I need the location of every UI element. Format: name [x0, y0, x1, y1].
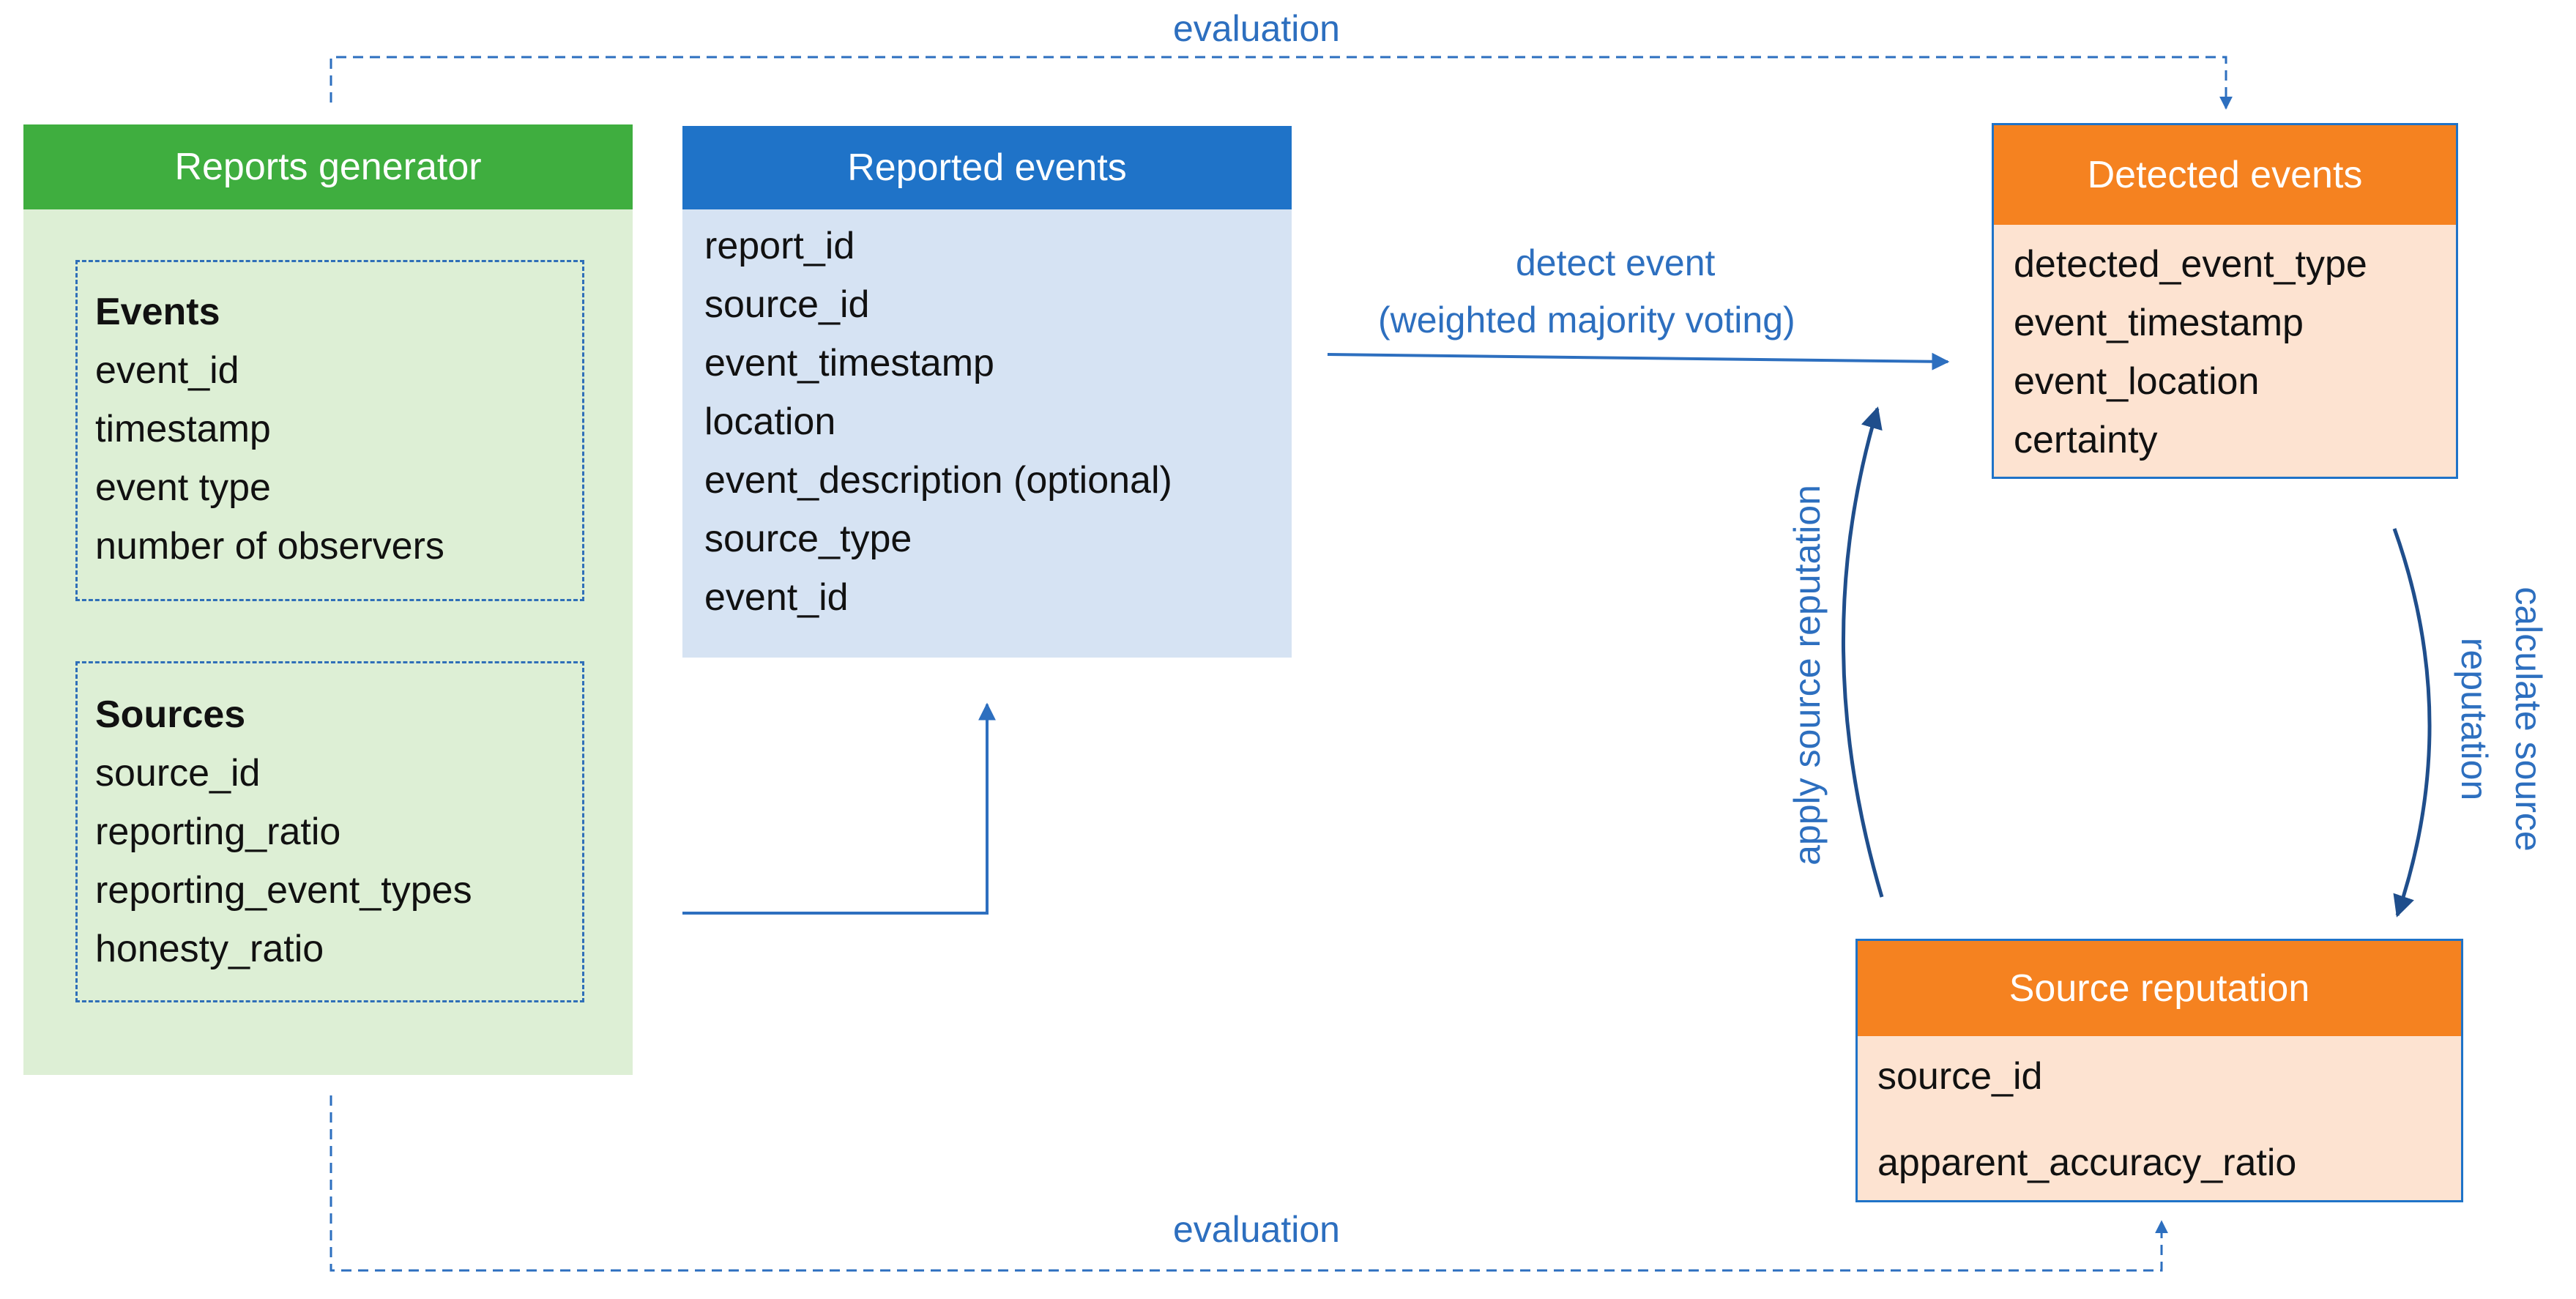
- sources-field: source_id: [95, 752, 261, 794]
- detected-events-field: event_timestamp: [2014, 302, 2304, 344]
- sources-group: [75, 661, 584, 1002]
- apply-source-reputation-label: apply source reputation: [1787, 485, 1828, 866]
- edge-evaluation-top: [330, 56, 2233, 110]
- detected-events-box: Detected events detected_event_type even…: [1992, 123, 2458, 479]
- reported-events-title: Reported events: [847, 146, 1127, 189]
- reports-generator-title: Reports generator: [174, 146, 482, 188]
- detected-events-header: Detected events: [1994, 125, 2456, 225]
- edge-evaluation-bottom: [330, 1095, 2168, 1272]
- evaluation-top-label: evaluation: [1173, 8, 1340, 49]
- source-reputation-box: Source reputation source_id apparent_acc…: [1855, 939, 2463, 1202]
- detected-events-field: detected_event_type: [2014, 243, 2367, 286]
- detect-event-label-line1: detect event: [1516, 242, 1716, 283]
- events-field: event type: [95, 466, 271, 509]
- source-reputation-field: apparent_accuracy_ratio: [1877, 1142, 2297, 1184]
- source-reputation-field: source_id: [1877, 1055, 2043, 1098]
- reported-events-field: report_id: [704, 225, 855, 267]
- events-field: number of observers: [95, 525, 444, 567]
- source-reputation-title: Source reputation: [2009, 967, 2310, 1010]
- detected-events-title: Detected events: [2087, 154, 2363, 196]
- source-reputation-header: Source reputation: [1858, 941, 2461, 1036]
- detected-events-field: event_location: [2014, 360, 2260, 403]
- sources-field: honesty_ratio: [95, 928, 324, 970]
- sources-field: reporting_event_types: [95, 869, 472, 912]
- reported-events-box: Reported events report_id source_id even…: [682, 126, 1292, 658]
- sources-group-title: Sources: [95, 693, 246, 736]
- reported-events-header: Reported events: [682, 126, 1292, 209]
- detect-event-label-line2: (weighted majority voting): [1378, 299, 1795, 340]
- edge-calculate-source-reputation: [2392, 528, 2432, 918]
- edge-apply-source-reputation: [1841, 406, 1884, 898]
- reports-generator-header: Reports generator: [23, 124, 633, 209]
- reported-events-field: event_id: [704, 576, 849, 619]
- detected-events-field: certainty: [2014, 419, 2158, 461]
- edge-detect-event: [1327, 352, 1950, 371]
- reported-events-field: source_type: [704, 518, 912, 560]
- reported-events-field: location: [704, 401, 836, 443]
- evaluation-bottom-label: evaluation: [1173, 1209, 1340, 1250]
- reported-events-field: source_id: [704, 283, 870, 326]
- events-field: event_id: [95, 349, 239, 392]
- sources-field: reporting_ratio: [95, 811, 341, 853]
- calculate-source-reputation-label: calculate source reputation: [2454, 587, 2549, 852]
- events-group: [75, 260, 584, 601]
- edge-reports-to-reported-events: [682, 702, 996, 915]
- events-field: timestamp: [95, 408, 271, 450]
- reported-events-field: event_description (optional): [704, 459, 1172, 502]
- events-group-title: Events: [95, 291, 220, 333]
- reported-events-field: event_timestamp: [704, 342, 994, 384]
